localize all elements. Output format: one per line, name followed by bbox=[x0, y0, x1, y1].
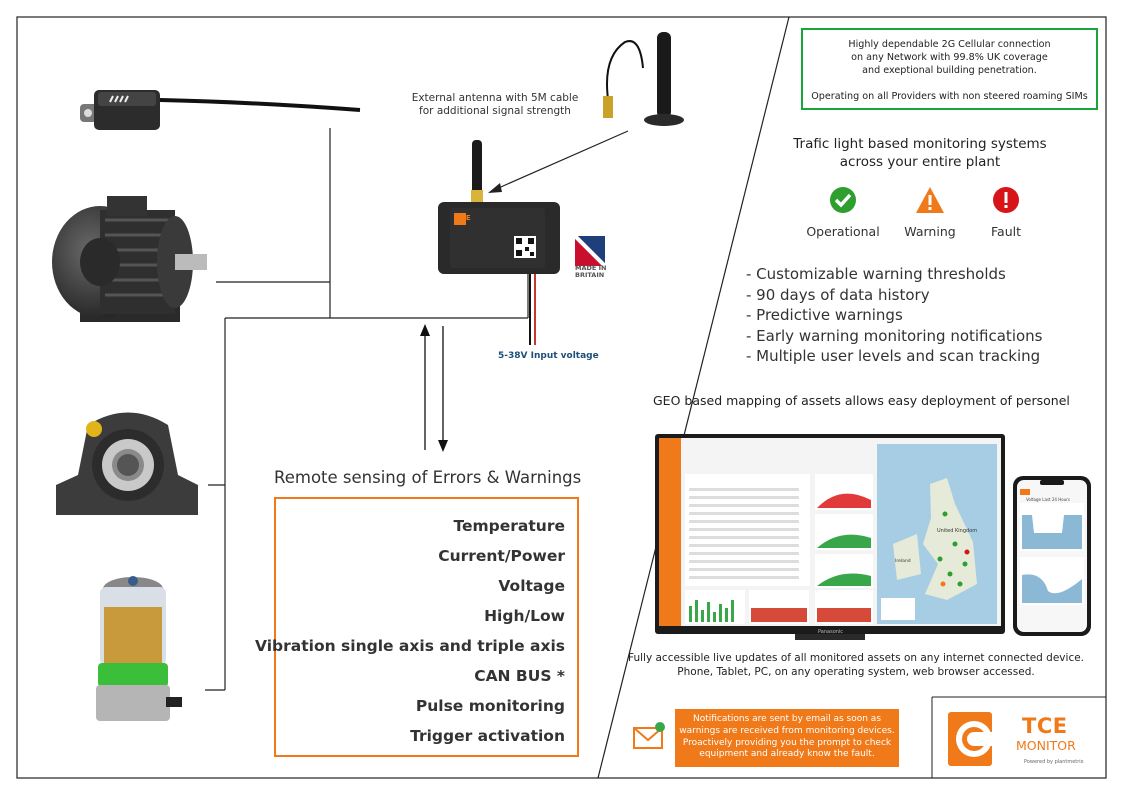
antenna-caption: External antenna with 5M cable for addit… bbox=[380, 92, 610, 118]
feature-item: - Customizable warning thresholds bbox=[746, 265, 1006, 283]
logo-powered-by: Powered by plantmetrix bbox=[1024, 759, 1084, 765]
email-notification-icon bbox=[633, 722, 665, 749]
notification-box: Notifications are sent by email as soon … bbox=[675, 709, 899, 767]
sensing-list-box: Temperature Current/Power Voltage High/L… bbox=[255, 497, 579, 757]
cellular-line-2: on any Network with 99.8% UK coverage bbox=[851, 52, 1048, 63]
logo-name: TCE bbox=[1022, 714, 1068, 738]
cellular-operating-line: Operating on all Providers with non stee… bbox=[811, 91, 1088, 102]
fault-icon bbox=[993, 187, 1019, 213]
status-fault-label: Fault bbox=[991, 224, 1021, 239]
tce-gear-logo-icon bbox=[948, 712, 994, 766]
cellular-line-3: and exeptional building penetration. bbox=[862, 65, 1037, 76]
sensing-item: Trigger activation bbox=[410, 727, 565, 745]
remote-sensing-title: Remote sensing of Errors & Warnings bbox=[274, 468, 582, 487]
external-antenna-image bbox=[603, 32, 684, 126]
tce-device-image bbox=[438, 140, 560, 345]
feature-item: - Multiple user levels and scan tracking bbox=[746, 347, 1041, 365]
notification-line-2: warnings are received from monitoring de… bbox=[679, 725, 895, 736]
feature-item: - Early warning monitoring notifications bbox=[746, 326, 1043, 345]
notification-line-3: Proactively providing you the prompt to … bbox=[682, 737, 892, 748]
made-in-britain-label: MADE IN BRITAIN bbox=[575, 265, 606, 279]
lubricator-image bbox=[96, 576, 182, 721]
sensing-item: Temperature bbox=[453, 517, 566, 535]
device-label: TCE bbox=[456, 214, 471, 222]
traffic-title-line-1: Trafic light based monitoring systems bbox=[793, 136, 1047, 152]
made-in-label: MADE IN bbox=[575, 264, 607, 272]
electric-motor-image bbox=[52, 196, 207, 322]
status-fault: Fault bbox=[956, 186, 1056, 239]
accessibility-line-1: Fully accessible live updates of all mon… bbox=[627, 652, 1085, 664]
status-operational: Operational bbox=[793, 186, 893, 239]
union-flag-icon bbox=[575, 236, 605, 266]
antenna-caption-line-2: for additional signal strength bbox=[419, 105, 571, 117]
status-warning: Warning bbox=[880, 186, 980, 239]
status-operational-label: Operational bbox=[806, 224, 880, 239]
geo-caption: GEO based mapping of assets allows easy … bbox=[653, 393, 1070, 408]
feature-list: - Customizable warning thresholds - 90 d… bbox=[746, 264, 1042, 367]
feature-item: - Predictive warnings bbox=[746, 306, 903, 324]
status-warning-label: Warning bbox=[904, 224, 956, 239]
sensing-item: Vibration single axis and triple axis bbox=[255, 637, 565, 655]
phone-header: Voltage Last 24 Hours bbox=[1026, 497, 1070, 502]
traffic-title-line-2: across your entire plant bbox=[839, 154, 1001, 170]
cellular-line-1: Highly dependable 2G Cellular connection bbox=[848, 39, 1051, 50]
logo-subtitle: MONITOR bbox=[1016, 738, 1076, 753]
antenna-caption-line-1: External antenna with 5M cable bbox=[411, 92, 579, 104]
map-label-ireland: Ireland bbox=[895, 558, 911, 564]
dashboard-monitor-image: Panasonic United Kingdom Ireland bbox=[655, 434, 1005, 640]
notification-line-4: equipment and already know the fault. bbox=[699, 749, 875, 760]
sensing-item: High/Low bbox=[484, 607, 565, 625]
notification-line-1: Notifications are sent by email as soon … bbox=[692, 714, 882, 724]
sensing-item: Pulse monitoring bbox=[415, 697, 565, 715]
pillow-block-bearing-image bbox=[56, 412, 198, 515]
voltage-caption: 5-38V Input voltage bbox=[498, 351, 599, 361]
sensing-item: Voltage bbox=[498, 577, 565, 595]
phone-image: Voltage Last 24 Hours bbox=[1013, 476, 1091, 636]
sensor-image bbox=[80, 90, 361, 130]
accessibility-caption: Fully accessible live updates of all mon… bbox=[612, 652, 1100, 679]
sensing-item: Current/Power bbox=[438, 547, 565, 565]
warning-icon bbox=[916, 187, 944, 213]
map-label-uk: United Kingdom bbox=[937, 528, 977, 534]
britain-label: BRITAIN bbox=[575, 271, 605, 279]
accessibility-line-2: Phone, Tablet, PC, on any operating syst… bbox=[677, 665, 1035, 678]
feature-item: - 90 days of data history bbox=[746, 285, 930, 304]
traffic-light-title: Trafic light based monitoring systems ac… bbox=[760, 135, 1080, 171]
check-icon bbox=[830, 187, 856, 213]
cellular-info-box: Highly dependable 2G Cellular connection… bbox=[801, 28, 1098, 110]
sensing-item: CAN BUS * bbox=[474, 667, 565, 685]
monitor-brand: Panasonic bbox=[818, 629, 843, 635]
